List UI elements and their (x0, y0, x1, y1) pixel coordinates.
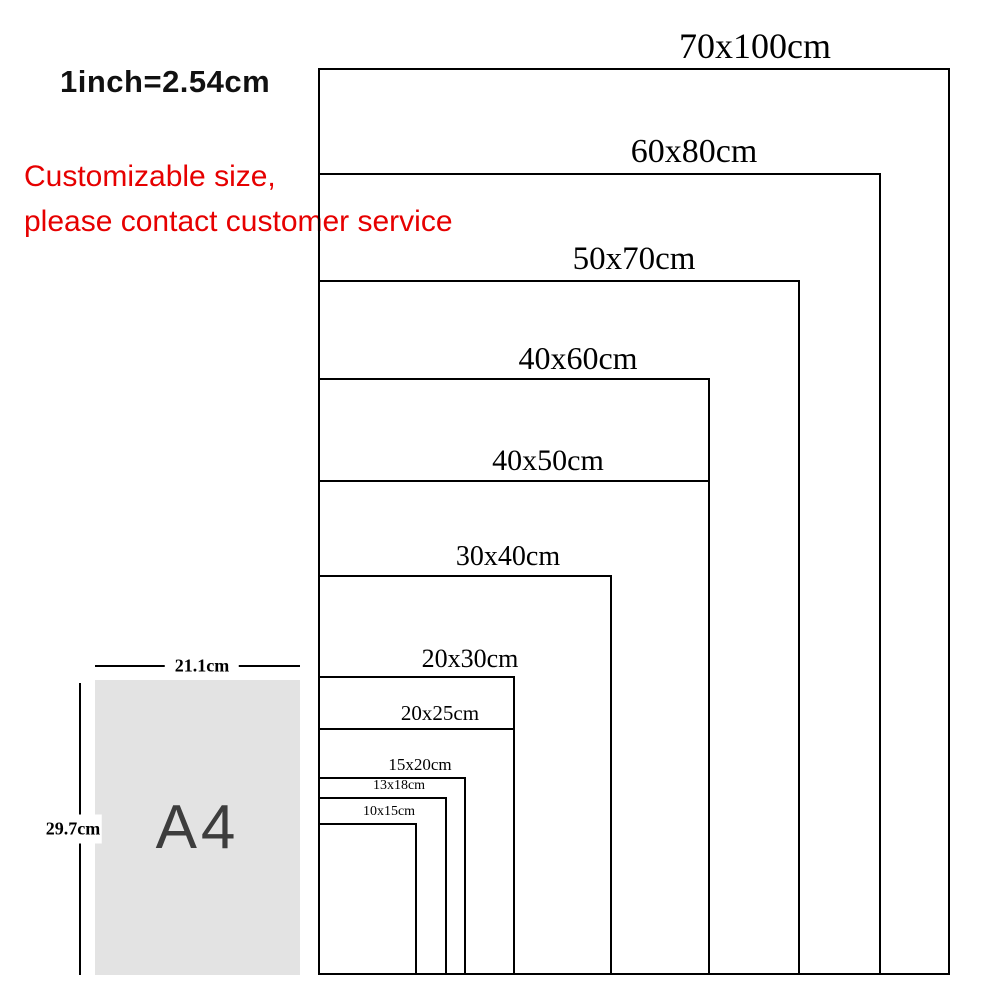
size-rect-10x15cm (318, 823, 417, 975)
size-label-40x50cm: 40x50cm (492, 444, 604, 477)
size-label-70x100cm: 70x100cm (679, 26, 831, 66)
customizable-note-line2: please contact customer service (24, 205, 453, 238)
size-label-60x80cm: 60x80cm (630, 133, 758, 170)
a4-height-label: 29.7cm (43, 814, 103, 844)
size-label-20x30cm: 20x30cm (421, 644, 519, 673)
a4-paper: A4 (95, 680, 300, 975)
size-label-10x15cm: 10x15cm (362, 804, 416, 819)
size-label-20x25cm: 20x25cm (400, 701, 480, 725)
inch-equivalence-note: 1inch=2.54cm (60, 64, 271, 99)
size-label-30x40cm: 30x40cm (455, 541, 561, 572)
size-label-50x70cm: 50x70cm (572, 241, 696, 277)
a4-width-label: 21.1cm (164, 655, 240, 677)
customizable-note-line1: Customizable size, (24, 160, 276, 193)
a4-label: A4 (155, 793, 240, 862)
size-label-13x18cm: 13x18cm (372, 778, 426, 793)
size-label-15x20cm: 15x20cm (388, 755, 452, 774)
size-label-40x60cm: 40x60cm (518, 340, 638, 376)
